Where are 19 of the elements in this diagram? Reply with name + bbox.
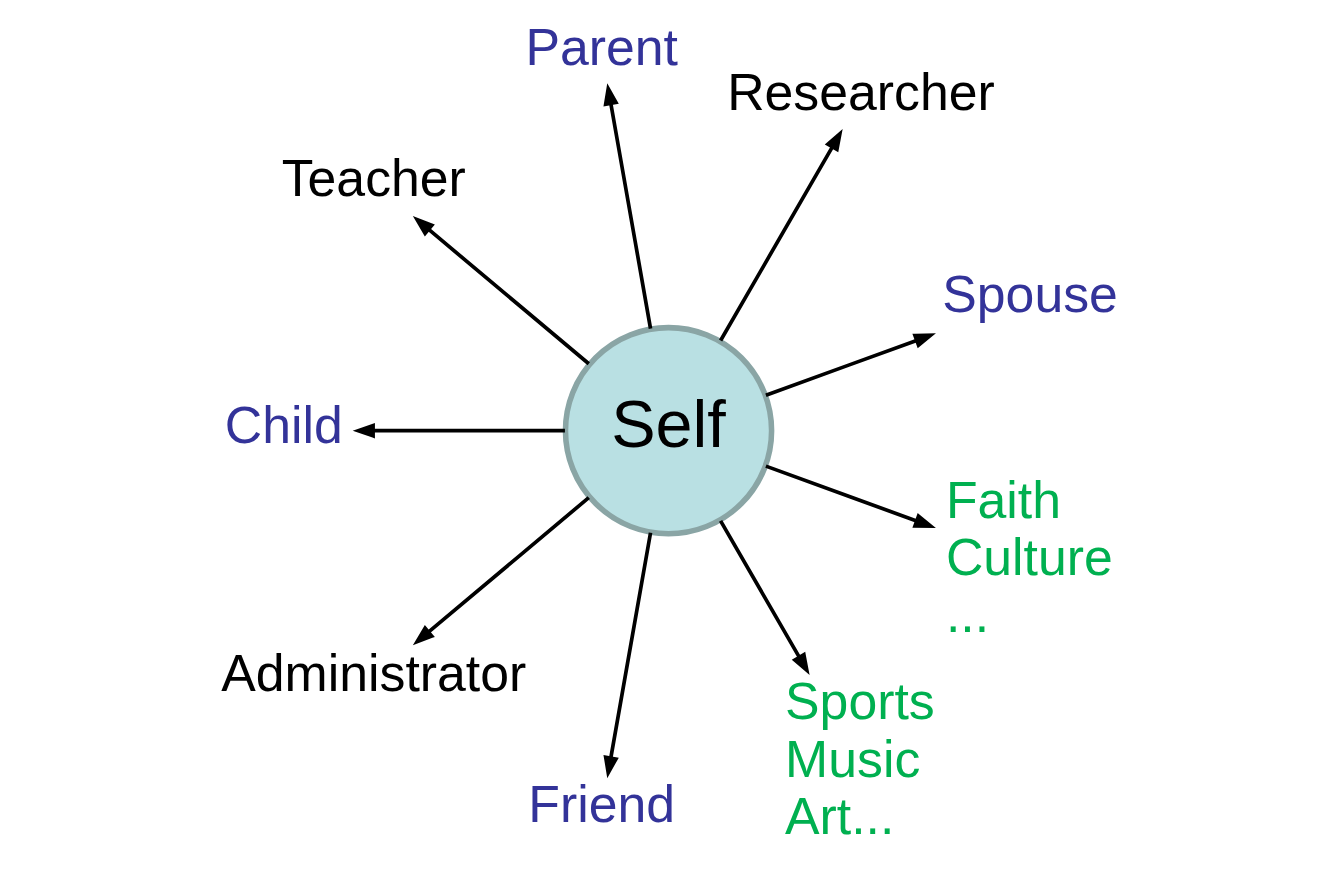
- node-text: Friend: [527, 775, 675, 834]
- arrow: [764, 464, 936, 528]
- arrow: [412, 216, 590, 366]
- arrow: [718, 519, 810, 675]
- node-text: Spouse: [941, 264, 1118, 323]
- node-text: Child: [224, 396, 343, 455]
- arrow: [352, 422, 565, 439]
- arrow: [764, 333, 936, 397]
- node-text: Parent: [524, 17, 678, 76]
- node-text: Researcher: [726, 63, 995, 122]
- arrow: [412, 496, 590, 646]
- arrow: [718, 129, 843, 342]
- node-text: Faith Culture ...: [945, 470, 1113, 644]
- node-text: Sports Music Art...: [784, 672, 935, 846]
- node-circle: Self: [562, 324, 774, 537]
- arrow: [602, 83, 652, 329]
- node-text: Teacher: [281, 149, 466, 208]
- node-text: Administrator: [220, 643, 526, 702]
- arrow: [602, 532, 652, 779]
